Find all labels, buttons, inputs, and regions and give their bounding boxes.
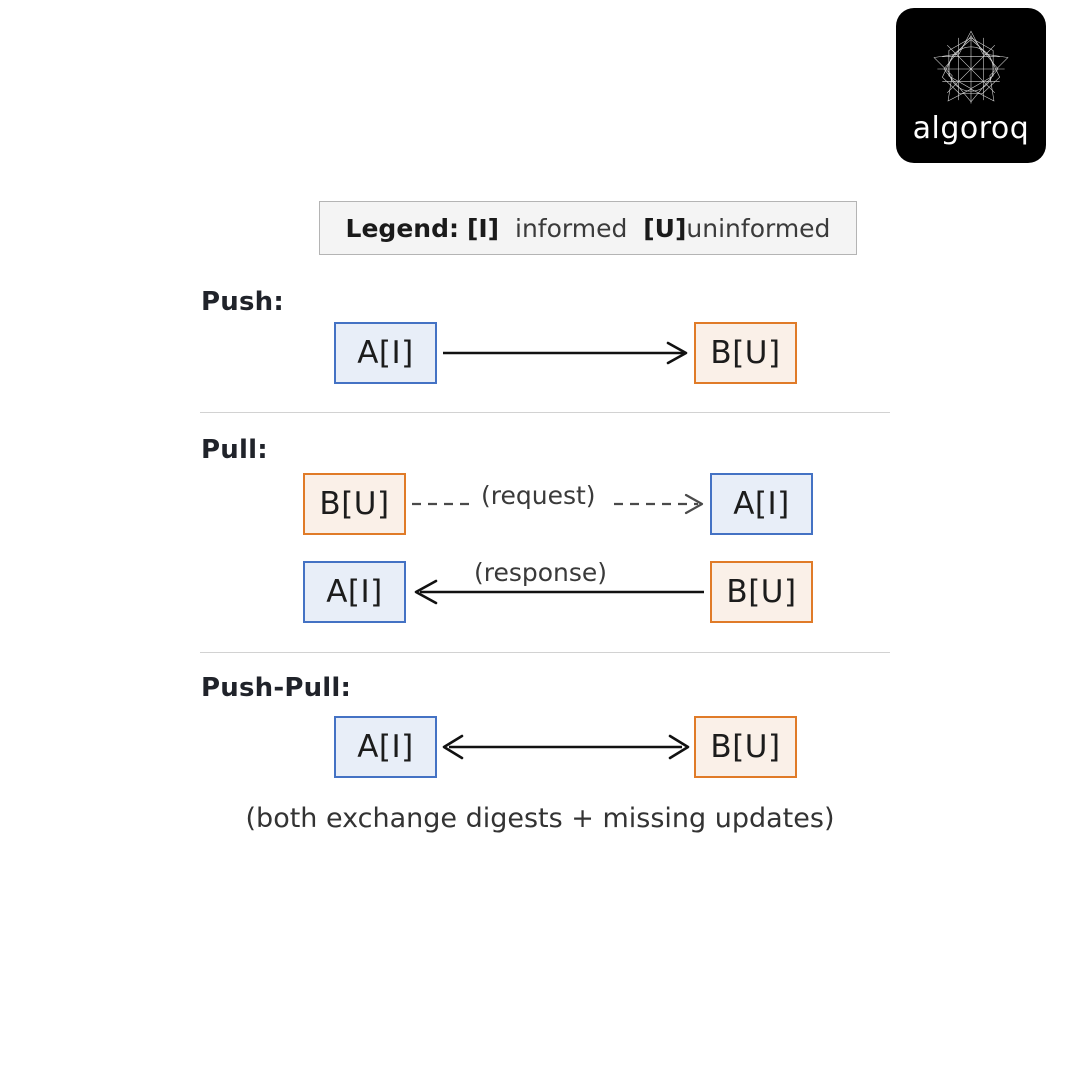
edge-label-request: (request) (477, 481, 600, 510)
section-label-push-pull: Push-Pull: (201, 673, 352, 703)
node-push-pull-right[interactable]: B[U] (694, 716, 797, 778)
legend-text: Legend: [I] informed [U]uninformed (346, 214, 831, 243)
node-pull-request-source[interactable]: B[U] (303, 473, 406, 535)
section-label-pull: Pull: (201, 435, 268, 465)
section-divider (200, 652, 890, 653)
legend-uninformed-text: uninformed (686, 213, 831, 243)
brand-name: algoroq (912, 110, 1030, 146)
node-push-target[interactable]: B[U] (694, 322, 797, 384)
push-pull-caption: (both exchange digests + missing updates… (245, 803, 835, 834)
section-label-push: Push: (201, 287, 284, 317)
legend-title: Legend: (345, 213, 459, 243)
star-polygon-icon (933, 30, 1009, 103)
push-arrow (443, 341, 688, 365)
node-pull-response-target[interactable]: A[I] (303, 561, 406, 623)
node-push-source[interactable]: A[I] (334, 322, 437, 384)
brand-logo-tile: algoroq (896, 8, 1046, 163)
push-pull-arrow (442, 734, 690, 760)
legend-informed-tag: [I] (466, 213, 500, 243)
section-divider (200, 412, 890, 413)
node-pull-response-source[interactable]: B[U] (710, 561, 813, 623)
edge-label-response: (response) (474, 558, 608, 587)
node-pull-request-target[interactable]: A[I] (710, 473, 813, 535)
node-push-pull-left[interactable]: A[I] (334, 716, 437, 778)
legend-uninformed-tag: [U] (643, 213, 687, 243)
legend-informed-text: informed (515, 213, 628, 243)
legend-box: Legend: [I] informed [U]uninformed (319, 201, 857, 255)
